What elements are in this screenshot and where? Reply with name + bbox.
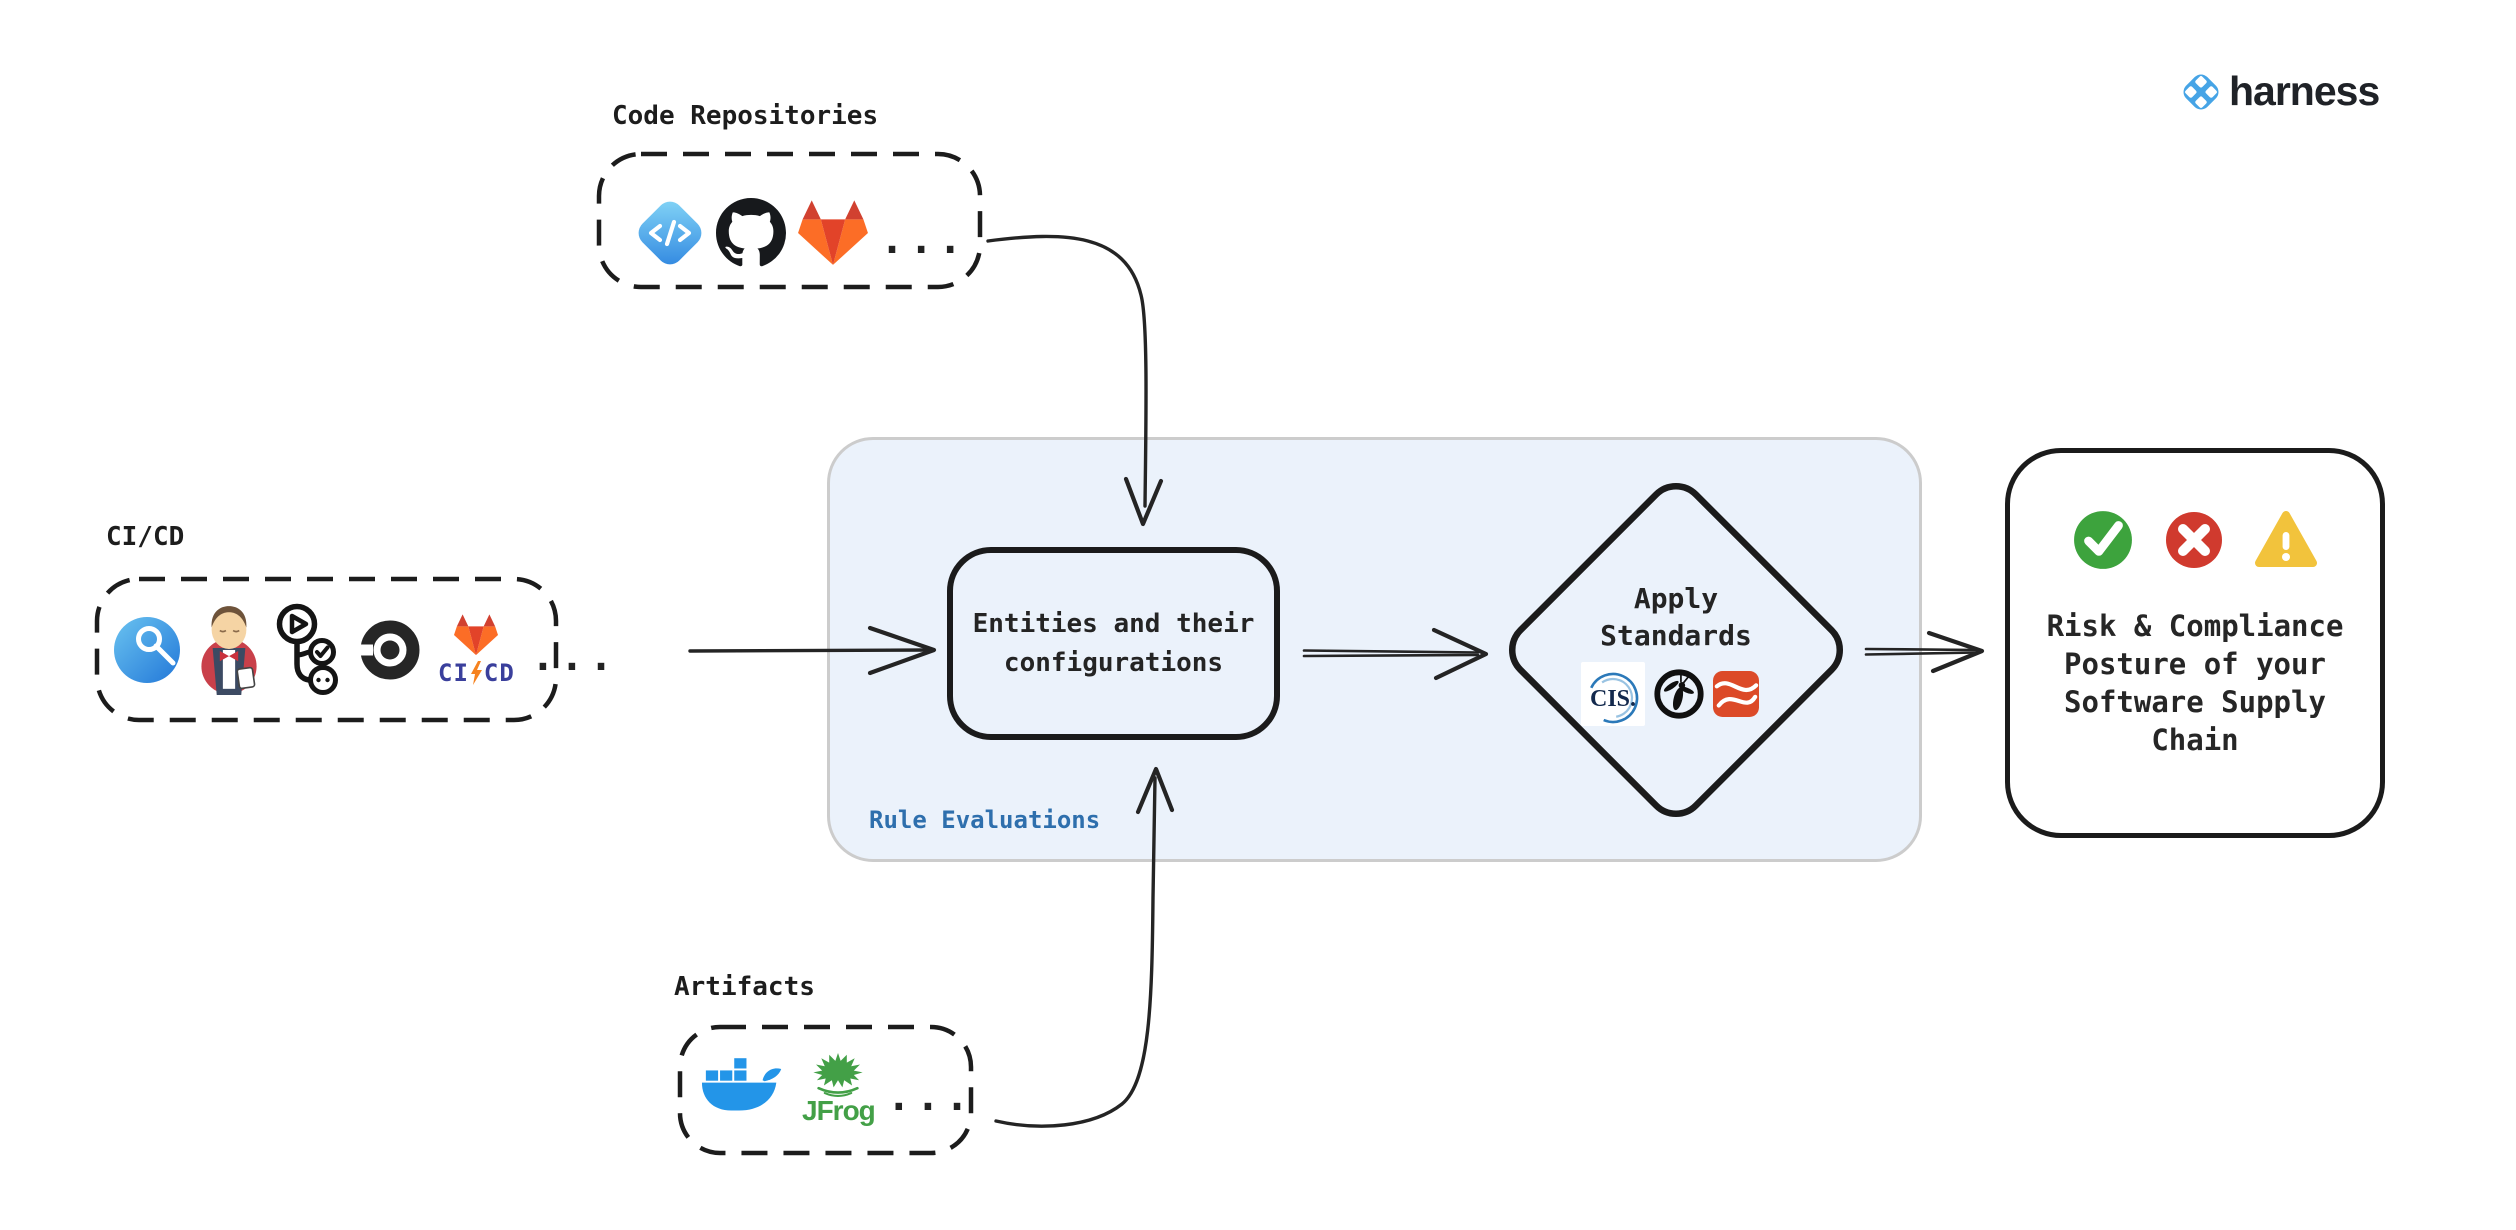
gitlab-ci-label: CI — [438, 659, 469, 687]
arrow-code-to-entities — [986, 234, 1164, 527]
more-indicator: ... — [886, 1073, 975, 1120]
pass-check-icon — [2074, 511, 2132, 569]
cicd-box — [94, 576, 559, 723]
gitlab-cd-label: CD — [483, 659, 515, 687]
jenkins-icon — [201, 606, 257, 695]
entities-text: Entities and their configurations — [972, 608, 1255, 678]
artifacts-box — [677, 1024, 974, 1156]
fail-cross-icon — [2166, 512, 2222, 568]
gitlab-icon — [798, 199, 868, 265]
cicd-label: CI/CD — [106, 522, 185, 552]
standards-icons: CIS. — [1581, 661, 1759, 727]
harness-code-icon — [638, 201, 702, 264]
jfrog-label: JFrog — [802, 1094, 876, 1126]
jfrog-splash-icon — [813, 1052, 864, 1097]
standards-swoosh-icon — [1713, 671, 1759, 717]
arrow-artifacts-to-entities — [994, 766, 1175, 1128]
arrow-cicd-to-entities — [688, 625, 937, 676]
pipeline-workflow-icon — [276, 603, 338, 695]
artifacts-icons: JFrog ... — [700, 1042, 974, 1137]
arrow-entities-to-diamond — [1302, 627, 1489, 681]
status-icons — [2010, 509, 2380, 571]
cis-label: CIS. — [1590, 686, 1636, 712]
owasp-icon — [1654, 669, 1704, 719]
harness-logo-icon — [2183, 74, 2219, 109]
jfrog-icon: JFrog — [802, 1052, 876, 1127]
circleci-icon — [358, 620, 420, 680]
outcome-node: Risk & Compliance Posture of your Softwa… — [2005, 448, 2385, 838]
artifacts-label: Artifacts — [674, 972, 815, 1002]
github-icon — [716, 197, 786, 266]
outcome-text: Risk & Compliance Posture of your Softwa… — [2046, 609, 2344, 757]
cicd-icons: CI CD ... — [112, 596, 618, 704]
apply-standards-diamond — [1508, 482, 1844, 818]
apply-standards-line2: Standards — [1600, 619, 1752, 652]
harness-logo: harness — [2180, 68, 2380, 115]
arrow-diamond-to-outcome — [1864, 630, 1985, 674]
code-repositories-box — [596, 151, 983, 290]
code-repositories-icons: ... — [633, 180, 967, 285]
code-repositories-label: Code Repositories — [612, 101, 879, 131]
apply-standards-label: Apply Standards — [1501, 580, 1851, 654]
more-indicator: ... — [880, 216, 968, 263]
apply-standards-line1: Apply — [1633, 582, 1719, 615]
more-indicator: ... — [530, 634, 619, 680]
gitlab-tanuki-icon — [454, 614, 499, 656]
docker-icon — [701, 1057, 782, 1111]
harness-ci-icon — [114, 617, 180, 683]
warning-icon — [2255, 511, 2317, 567]
lightning-bolt-icon — [470, 661, 482, 685]
rule-evaluations-label: Rule Evaluations — [869, 806, 1101, 834]
cis-benchmark-icon: CIS. — [1581, 662, 1645, 726]
harness-wordmark: harness — [2229, 68, 2380, 114]
gitlab-cicd-icon: CI CD — [438, 613, 515, 687]
entities-node: Entities and their configurations — [947, 547, 1280, 740]
